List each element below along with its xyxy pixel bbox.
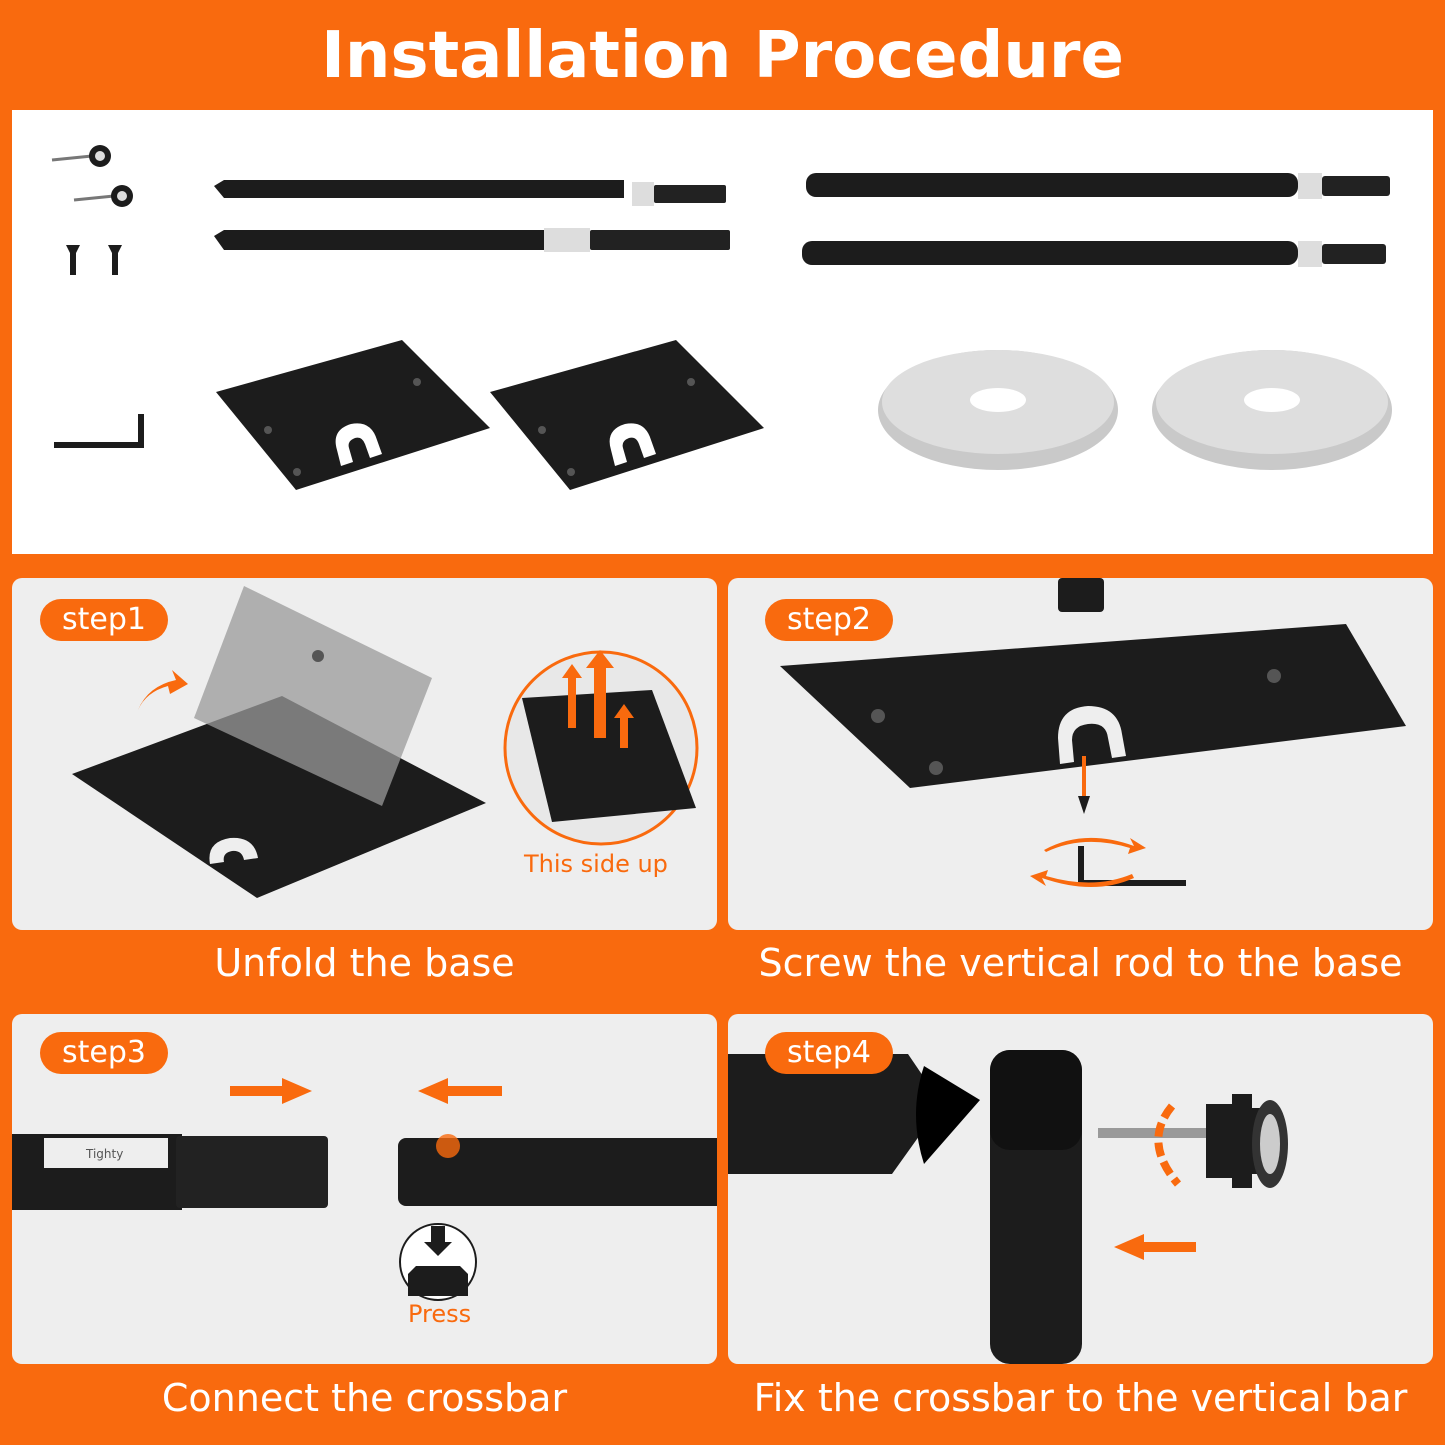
knob-screw-icon <box>51 145 111 167</box>
step4-panel: step4 <box>728 1014 1433 1364</box>
page-title: Installation Procedure <box>321 19 1124 93</box>
step4-caption: Fix the crossbar to the vertical bar <box>753 1376 1408 1420</box>
weight-bag <box>878 350 1118 470</box>
step2-caption: Screw the vertical rod to the base <box>758 941 1403 985</box>
tighty-label: Tighty <box>86 1147 124 1161</box>
step1-illustration <box>72 586 699 898</box>
step1-badge: step1 <box>40 599 168 641</box>
crossbar-rod <box>214 228 730 252</box>
step3-illustration <box>12 1078 717 1301</box>
step1-panel: step1 This side up <box>12 578 717 930</box>
hex-key-icon <box>54 414 144 448</box>
step2-badge: step2 <box>765 599 893 641</box>
weight-bag <box>1152 350 1392 470</box>
step3-panel: step3 Tighty Press <box>12 1014 717 1364</box>
base-plate <box>490 340 764 490</box>
step3-caption: Connect the crossbar <box>161 1376 568 1420</box>
knob-screw-icon <box>73 185 133 207</box>
this-side-up-note: This side up <box>524 850 668 878</box>
parts-illustration <box>51 145 1392 490</box>
parts-overview <box>12 110 1433 554</box>
vertical-rod <box>806 173 1390 199</box>
vertical-rod <box>802 241 1386 267</box>
step4-badge: step4 <box>765 1032 893 1074</box>
step4-illustration <box>728 1050 1288 1364</box>
press-note: Press <box>408 1300 472 1328</box>
crossbar-rod <box>214 180 726 206</box>
bolt-icon <box>66 245 122 275</box>
step3-badge: step3 <box>40 1032 168 1074</box>
base-plate <box>216 340 490 490</box>
step2-illustration <box>780 578 1406 887</box>
step1-caption: Unfold the base <box>214 941 515 985</box>
step2-panel: step2 <box>728 578 1433 930</box>
